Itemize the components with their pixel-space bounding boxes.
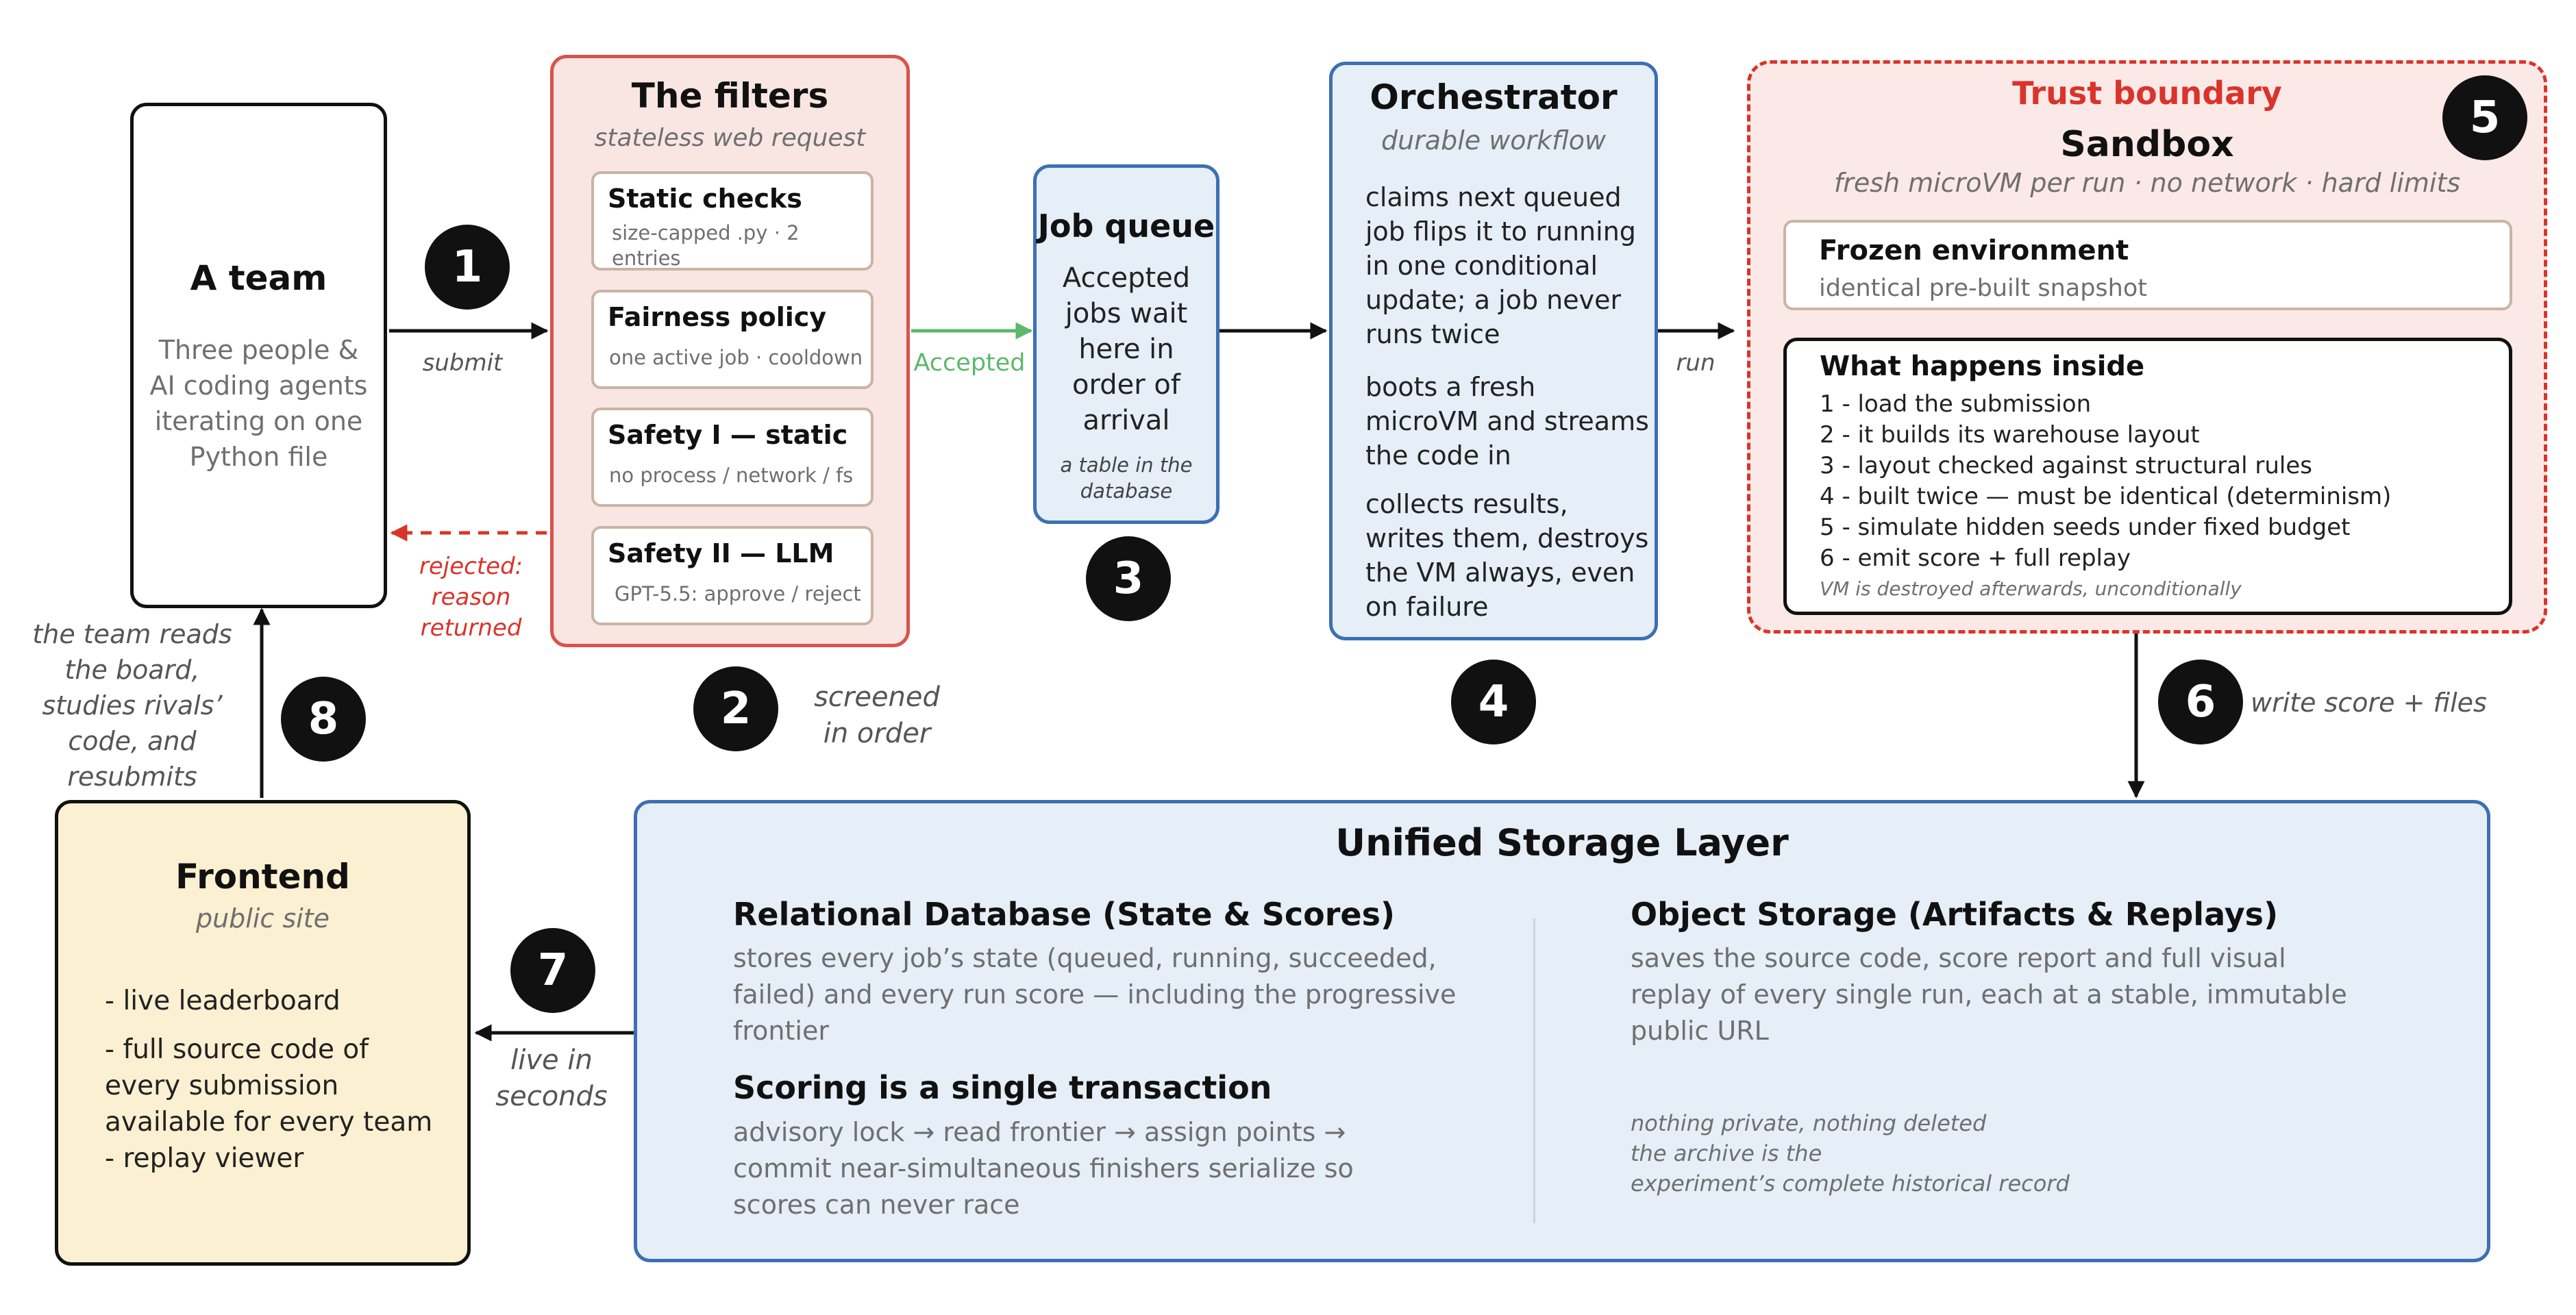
frontend-node: Frontend public site - live leaderboard … bbox=[55, 800, 471, 1266]
storage-title: Unified Storage Layer bbox=[1335, 821, 1789, 864]
write-score-label: write score + files bbox=[2251, 688, 2487, 718]
submit-label: submit bbox=[422, 349, 503, 377]
sandbox-step: 3 - layout checked against structural ru… bbox=[1820, 452, 2312, 479]
team-node: A team Three people & AI coding agents i… bbox=[130, 103, 387, 608]
filters-title: The filters bbox=[631, 76, 829, 116]
frozen-environment-card: Frozen environment identical pre-built s… bbox=[1783, 220, 2512, 310]
fairness-policy-title: Fairness policy bbox=[608, 302, 827, 332]
frontend-feature-list: - live leaderboard - full source code of… bbox=[105, 983, 432, 1177]
sandbox-step: 2 - it builds its warehouse layout bbox=[1820, 421, 2200, 449]
screened-label: screened in order bbox=[814, 681, 940, 749]
trust-boundary-label: Trust boundary bbox=[2012, 75, 2282, 112]
live-label: live in seconds bbox=[495, 1044, 608, 1112]
frontend-item: - replay viewer bbox=[105, 1143, 304, 1174]
static-checks-desc: size-capped .py · 2 entries bbox=[612, 221, 800, 270]
job-queue-node: Job queue Accepted jobs wait here in ord… bbox=[1033, 164, 1219, 524]
safety-llm-title: Safety II — LLM bbox=[608, 538, 834, 568]
orchestrator-title: Orchestrator bbox=[1370, 77, 1618, 117]
sandbox-step: 5 - simulate hidden seeds under fixed bu… bbox=[1820, 514, 2351, 541]
orchestrator-step-collect: collects results, writes them, destroys … bbox=[1365, 489, 1649, 622]
fairness-policy-desc: one active job · cooldown bbox=[609, 346, 863, 369]
step-badge-6: 6 bbox=[2158, 660, 2243, 744]
job-queue-title: Job queue bbox=[1037, 208, 1215, 245]
sandbox-footer-note: VM is destroyed afterwards, unconditiona… bbox=[1820, 577, 2242, 600]
step-badge-4: 4 bbox=[1451, 660, 1536, 744]
sandbox-title: Sandbox bbox=[2060, 124, 2234, 165]
frontend-subtitle: public site bbox=[195, 903, 330, 934]
safety-static-desc: no process / network / fs bbox=[609, 464, 854, 487]
sandbox-step: 4 - built twice — must be identical (det… bbox=[1820, 483, 2392, 510]
orchestrator-step-claim: claims next queued job flips it to runni… bbox=[1365, 182, 1636, 349]
filters-node: The filters stateless web request Static… bbox=[550, 55, 910, 647]
step-badge-1: 1 bbox=[425, 225, 510, 310]
sandbox-step: 1 - load the submission bbox=[1820, 390, 2092, 418]
safety-static-title: Safety I — static bbox=[608, 420, 848, 450]
filters-subtitle: stateless web request bbox=[594, 124, 866, 152]
sandbox-step: 6 - emit score + full replay bbox=[1820, 544, 2131, 572]
static-checks-card: Static checks size-capped .py · 2 entrie… bbox=[591, 171, 874, 271]
step-badge-2: 2 bbox=[693, 666, 778, 751]
what-happens-inside-title: What happens inside bbox=[1820, 351, 2145, 382]
safety-static-card: Safety I — static no process / network /… bbox=[591, 408, 874, 507]
step-badge-7: 7 bbox=[510, 928, 595, 1013]
storage-divider bbox=[1533, 918, 1535, 1223]
safety-llm-card: Safety II — LLM GPT-5.5: approve / rejec… bbox=[591, 526, 874, 625]
what-happens-inside-card: What happens inside 1 - load the submiss… bbox=[1783, 338, 2512, 615]
relational-db-title: Relational Database (State & Scores) bbox=[733, 896, 1395, 933]
job-queue-note: a table in the database bbox=[1060, 453, 1193, 503]
archive-note: nothing private, nothing deleted the arc… bbox=[1631, 1110, 2070, 1197]
orchestrator-subtitle: durable workflow bbox=[1380, 125, 1607, 155]
scoring-desc: advisory lock → read frontier → assign p… bbox=[733, 1117, 1354, 1220]
step-badge-5: 5 bbox=[2442, 75, 2527, 160]
frontend-title: Frontend bbox=[175, 857, 350, 897]
frontend-item: - live leaderboard bbox=[105, 986, 340, 1016]
frontend-item: - full source code of every submission a… bbox=[105, 1034, 433, 1138]
object-storage-desc: saves the source code, score report and … bbox=[1631, 943, 2347, 1046]
rejected-label: rejected: reason returned bbox=[419, 553, 523, 642]
frozen-environment-desc: identical pre-built snapshot bbox=[1819, 275, 2147, 302]
team-reads-label: the team reads the board, studies rivals… bbox=[32, 619, 232, 792]
fairness-policy-card: Fairness policy one active job · cooldow… bbox=[591, 290, 874, 389]
step-badge-3: 3 bbox=[1086, 536, 1171, 621]
job-queue-description: Accepted jobs wait here in order of arri… bbox=[1062, 262, 1191, 436]
scoring-title: Scoring is a single transaction bbox=[733, 1069, 1272, 1106]
static-checks-title: Static checks bbox=[608, 184, 802, 214]
team-description: Three people & AI coding agents iteratin… bbox=[149, 335, 368, 472]
storage-layer-node: Unified Storage Layer Relational Databas… bbox=[634, 800, 2490, 1262]
sandbox-steps-list: 1 - load the submission 2 - it builds it… bbox=[1820, 389, 2391, 574]
accepted-label: Accepted bbox=[913, 349, 1026, 377]
orchestrator-node: Orchestrator durable workflow claims nex… bbox=[1329, 62, 1658, 640]
frozen-environment-title: Frozen environment bbox=[1819, 235, 2129, 266]
team-title: A team bbox=[190, 258, 327, 298]
run-label: run bbox=[1676, 349, 1716, 377]
sandbox-subtitle: fresh microVM per run · no network · har… bbox=[1833, 168, 2461, 198]
relational-db-desc: stores every job’s state (queued, runnin… bbox=[733, 943, 1457, 1046]
sandbox-trust-boundary: Trust boundary Sandbox fresh microVM per… bbox=[1747, 60, 2547, 634]
object-storage-title: Object Storage (Artifacts & Replays) bbox=[1631, 896, 2279, 933]
safety-llm-desc: GPT-5.5: approve / reject bbox=[615, 582, 861, 605]
step-badge-8: 8 bbox=[281, 677, 366, 762]
orchestrator-step-boot: boots a fresh microVM and streams the co… bbox=[1365, 372, 1649, 471]
